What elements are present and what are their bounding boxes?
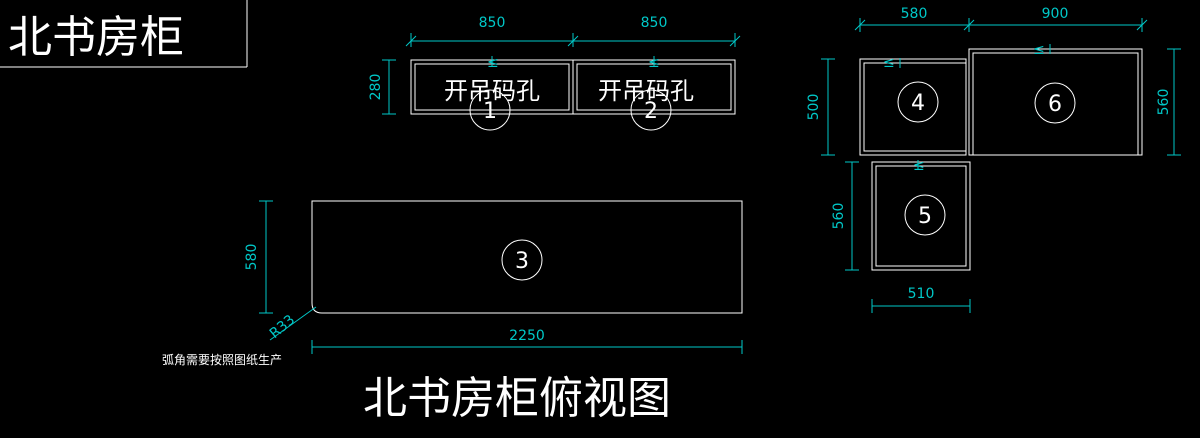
- dimension-cabinet-5-height: 560: [831, 161, 859, 271]
- dimension-cabinet-1-height: 280: [368, 59, 396, 115]
- cabinet-3-number: 3: [515, 249, 529, 274]
- dim-cabinet-1-width: 850: [479, 15, 506, 31]
- cabinet-3: 3: [311, 200, 743, 314]
- radius-label: R33: [267, 312, 298, 342]
- dimension-top-4-6: 580 900: [854, 6, 1148, 32]
- radius-leader: R33 弧角需要按照图纸生产: [162, 306, 317, 367]
- dimension-cabinet-3-width: 2250: [311, 328, 743, 354]
- dim-cabinet-5-height: 560: [831, 203, 847, 230]
- cabinet-6: 6 ≤: [968, 42, 1143, 156]
- title-block: 北书房柜: [0, 0, 248, 68]
- cabinet-5-number: 5: [918, 204, 932, 229]
- dim-cabinet-2-width: 850: [641, 15, 668, 31]
- cabinet-1-number: 1: [483, 99, 497, 124]
- dimension-cabinet-4-height: 500: [806, 58, 835, 156]
- dim-cabinet-4-width: 580: [901, 6, 928, 22]
- cabinet-2-number: 2: [644, 99, 658, 124]
- cabinet-1: 开吊码孔 1 ≤: [410, 55, 574, 131]
- cabinet-6-mark: ≤: [1033, 42, 1045, 58]
- dim-cabinet-5-width: 510: [908, 286, 935, 302]
- cabinet-1-note: 开吊码孔: [444, 77, 540, 105]
- dim-cabinet-4-height: 500: [806, 94, 822, 121]
- dim-cabinet-6-width: 900: [1042, 6, 1069, 22]
- cabinet-1-mark: ≤: [487, 55, 499, 71]
- title-text: 北书房柜: [8, 12, 184, 63]
- dimension-cabinet-6-height: 560: [1156, 48, 1181, 156]
- cabinet-5-mark: ≤: [913, 158, 925, 174]
- cabinet-4-mark: ≤: [883, 55, 895, 71]
- dim-cabinet-6-height: 560: [1156, 89, 1172, 116]
- cabinet-6-number: 6: [1048, 92, 1062, 117]
- radius-note: 弧角需要按照图纸生产: [162, 353, 282, 367]
- cabinet-2: 开吊码孔 2 ≤: [572, 55, 736, 131]
- dimension-cabinet-5-width: 510: [871, 286, 971, 313]
- cabinet-5: 5 ≤: [871, 158, 971, 271]
- dim-cabinet-1-height: 280: [368, 74, 384, 101]
- dim-cabinet-3-width: 2250: [509, 328, 545, 344]
- dimension-top-1-2: 850 850: [405, 15, 741, 47]
- cabinet-4: 4 ≤: [859, 55, 967, 156]
- cabinet-4-number: 4: [911, 91, 925, 116]
- drawing-title: 北书房柜俯视图: [363, 373, 671, 424]
- dimension-cabinet-3-height: 580: [244, 200, 273, 314]
- dim-cabinet-3-height: 580: [244, 244, 260, 271]
